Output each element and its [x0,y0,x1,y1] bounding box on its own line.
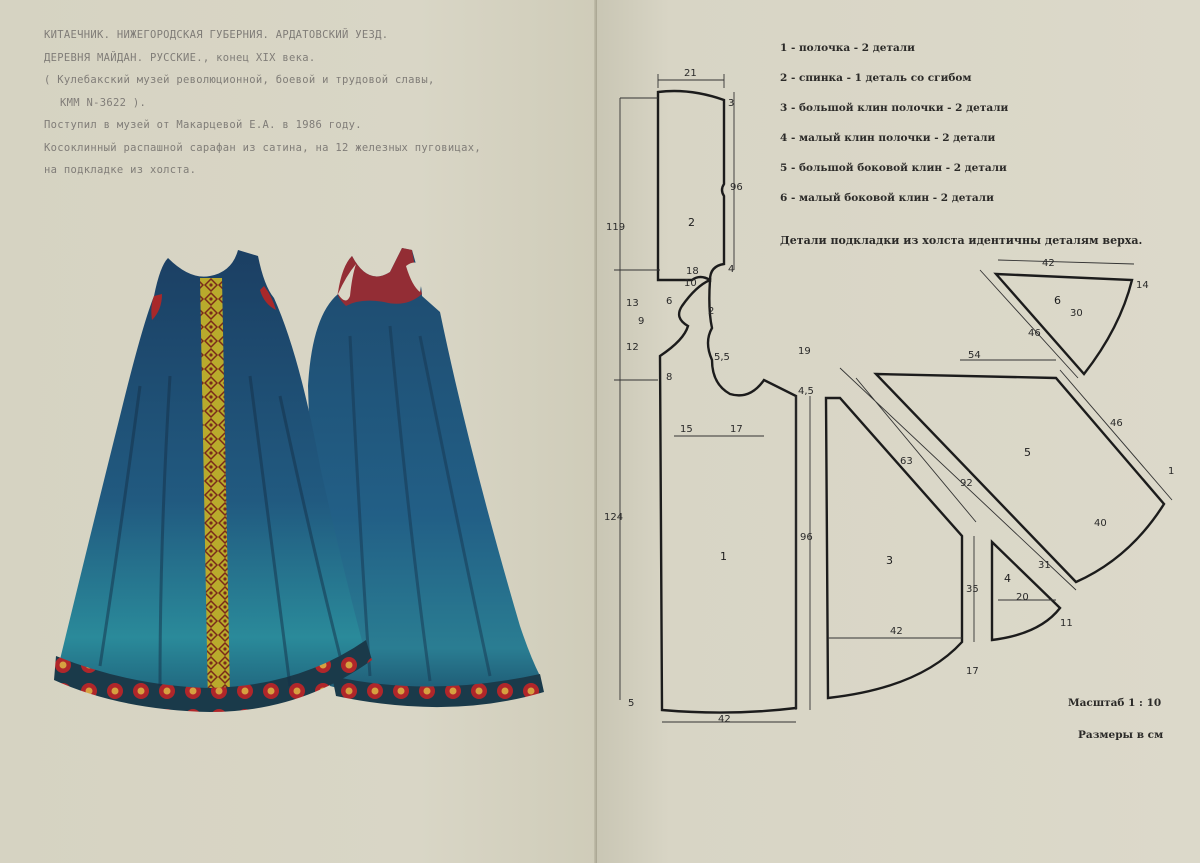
sarafan-illustration [54,248,544,712]
dim-17-g3: 17 [966,666,979,677]
piece-label-4: 4 [1004,572,1011,585]
lining-note: Детали подкладки из холста идентичны дет… [780,234,1143,247]
dim-31: 31 [1038,560,1051,571]
dim-3: 3 [728,98,734,109]
dim-12: 12 [626,342,639,353]
piece-label-6: 6 [1054,294,1061,307]
dim-40: 40 [1094,518,1107,529]
piece-2-back: 2 [656,89,726,283]
description-line: на подкладке из холста. [44,164,197,176]
dim-46-g5: 46 [1110,418,1123,429]
piece-label-2: 2 [688,216,695,229]
legend-item-6: 6 - малый боковой клин - 2 детали [780,192,994,204]
dim-11: 11 [1060,618,1073,629]
description-block: КИТАЕЧНИК. НИЖЕГОРОДСКАЯ ГУБЕРНИЯ. АРДАТ… [44,24,584,182]
description-line: ( Кулебакский музей революционной, боево… [44,74,435,86]
dim-17: 17 [730,424,743,435]
dim-124: 124 [604,512,623,523]
legend-item-4: 4 - малый клин полочки - 2 детали [780,132,996,144]
description-line: ДЕРЕВНЯ МАЙДАН. РУССКИЕ., конец XIX века… [44,51,316,64]
dimension-lines [614,74,1173,723]
scale-label: Масштаб 1 : 10 [1068,697,1162,709]
description-line: КИТАЕЧНИК. НИЖЕГОРОДСКАЯ ГУБЕРНИЯ. АРДАТ… [44,29,389,41]
dim-42-front: 42 [718,714,731,725]
piece-5-side-big-gore: 5 [873,372,1166,584]
dim-9: 9 [638,316,644,327]
dim-5-5: 5,5 [714,352,730,363]
dim-4: 4 [728,264,734,275]
dim-30: 30 [1070,308,1083,319]
legend: 1 - полочка - 2 детали 2 - спинка - 1 де… [780,38,1180,247]
right-page [597,0,1200,863]
dim-4-5: 4,5 [798,386,814,397]
dim-8: 8 [666,372,672,383]
dim-46-g6: 46 [1028,328,1041,339]
dim-21: 21 [684,68,697,79]
left-page: КИТАЕЧНИК. НИЖЕГОРОДСКАЯ ГУБЕРНИЯ. АРДАТ… [0,0,597,863]
piece-1-front: 1 [658,278,798,714]
pattern-diagram: 2 1 3 4 5 6 [604,68,1174,725]
description-line: Косоклинный распашной сарафан из сатина,… [44,141,482,154]
dim-1: 1 [1168,466,1174,477]
description-line: Поступил в музей от Макарцевой Е.А. в 19… [44,119,362,131]
dim-5: 5 [628,698,634,709]
dim-2: 2 [708,306,714,317]
units-label: Размеры в см [1078,729,1164,741]
dim-42-g3: 42 [890,626,903,637]
dim-96-front: 96 [800,532,813,543]
piece-3-front-big-gore: 3 [824,396,964,700]
piece-6-side-small-gore: 6 [993,272,1134,376]
legend-item-3: 3 - большой клин полочки - 2 детали [780,102,1009,114]
dim-14: 14 [1136,280,1149,291]
piece-label-5: 5 [1024,446,1031,459]
dim-15: 15 [680,424,693,435]
piece-4-front-small-gore: 4 [990,539,1062,642]
dim-19: 19 [798,346,811,357]
dim-63: 63 [900,456,913,467]
dim-13: 13 [626,298,639,309]
legend-item-1: 1 - полочка - 2 детали [780,42,915,54]
dim-6: 6 [666,296,672,307]
dim-96-back: 96 [730,182,743,193]
dim-119: 119 [606,222,625,233]
dim-42-g6: 42 [1042,258,1055,269]
dim-20: 20 [1016,592,1029,603]
sarafan-back-view [308,248,544,708]
piece-label-1: 1 [720,550,727,563]
dim-54: 54 [968,350,981,361]
piece-label-3: 3 [886,554,893,567]
description-line: КММ N-3622 ). [60,96,147,109]
legend-item-2: 2 - спинка - 1 деталь со сгибом [780,72,972,84]
dim-92: 92 [960,478,973,489]
dimension-labels: 21 3 96 4 18 10 119 13 6 9 2 12 5,5 8 19… [604,68,1174,725]
dim-10: 10 [684,278,697,289]
sarafan-front-view [54,250,372,712]
dim-35: 35 [966,584,979,595]
dim-18: 18 [686,266,699,277]
legend-item-5: 5 - большой боковой клин - 2 детали [780,162,1007,174]
